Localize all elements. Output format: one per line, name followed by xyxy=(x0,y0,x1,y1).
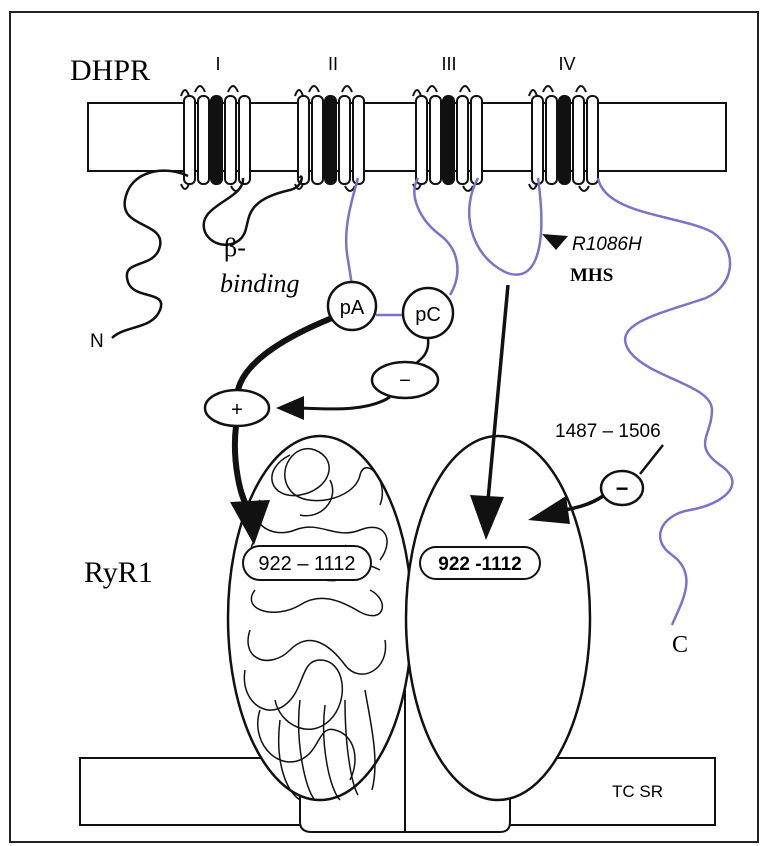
minus-node-pc-label: − xyxy=(399,370,411,392)
region-1487-label: 1487 – 1506 xyxy=(555,421,661,442)
domain-I-helices xyxy=(181,86,250,191)
region-label-left: 922 – 1112 xyxy=(258,553,355,575)
domain-IV-label: IV xyxy=(558,54,575,74)
pa-label: pA xyxy=(340,297,365,319)
ii-iii-loop-return xyxy=(414,178,457,295)
activation-arrow-upper xyxy=(238,318,332,390)
ryr1-left-subunit xyxy=(228,436,412,800)
domain-I-label: I xyxy=(215,54,220,74)
inhibition-arrow xyxy=(300,397,390,409)
region-1487-arrow xyxy=(565,496,603,510)
domain-IV-helices xyxy=(529,86,598,191)
ryr1-right-subunit xyxy=(406,436,590,800)
mhs-label: MHS xyxy=(570,265,613,286)
dhpr-label: DHPR xyxy=(70,54,150,87)
pc-label: pC xyxy=(415,304,441,326)
inhibition-arrowhead xyxy=(276,396,304,420)
domain-III-label: III xyxy=(441,54,456,74)
region-label-right: 922 -1112 xyxy=(438,554,521,575)
n-terminal-loop xyxy=(112,171,188,338)
domain-III-helices xyxy=(413,86,482,191)
mutation-marker xyxy=(542,234,568,250)
ryr1-label: RyR1 xyxy=(84,556,153,589)
domain-II-label: II xyxy=(328,54,338,74)
beta-binding-label: binding xyxy=(220,269,299,298)
iii-iv-loop xyxy=(469,178,541,275)
minus-node-1487-label: − xyxy=(616,476,629,501)
i-ii-loop-beta-binding xyxy=(204,177,302,245)
tc-sr-label: TC SR xyxy=(612,782,663,801)
plus-node-label: + xyxy=(231,399,243,421)
activation-arrow-lower xyxy=(235,426,250,510)
beta-prefix-label: β- xyxy=(224,233,246,262)
region-1487-stem xyxy=(640,445,663,474)
mutation-label: R1086H xyxy=(572,234,642,255)
c-terminus-label: C xyxy=(672,632,688,658)
domain-II-helices xyxy=(295,86,364,191)
n-terminus-label: N xyxy=(90,331,104,352)
